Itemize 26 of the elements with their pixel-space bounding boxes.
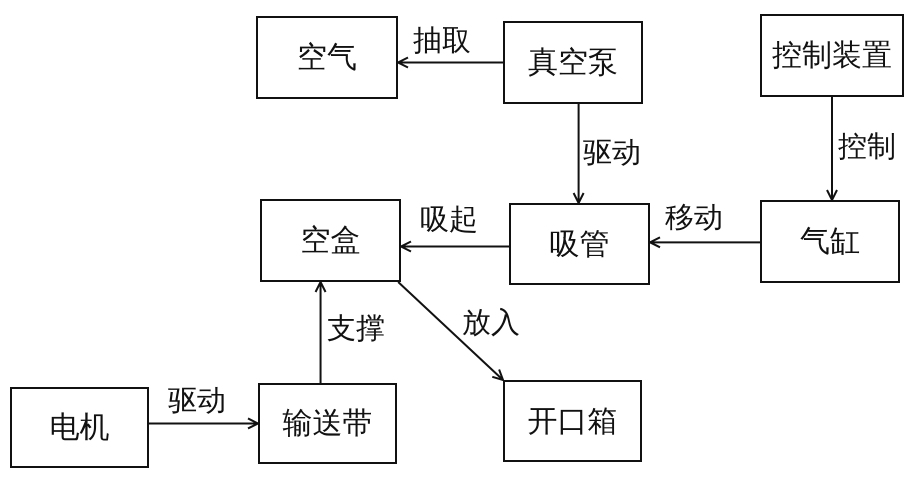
process-box [10, 387, 149, 468]
arrow [400, 240, 509, 252]
box-label: 空盒 [300, 224, 360, 257]
box-label: 输送带 [282, 407, 372, 440]
arrow [314, 281, 327, 383]
arrow [649, 236, 760, 248]
box-label: 控制装置 [772, 39, 892, 72]
process-box [503, 21, 643, 104]
process-box [256, 16, 398, 99]
process-box [260, 199, 401, 282]
process-box [760, 200, 900, 283]
box-label: 气缸 [800, 225, 860, 258]
process-box [760, 14, 904, 97]
arrow [826, 97, 838, 201]
box-label: 真空泵 [528, 46, 618, 79]
process-box [503, 380, 642, 462]
process-box [509, 203, 650, 285]
arrow [572, 104, 585, 204]
arrow [149, 417, 259, 430]
box-label: 电机 [50, 411, 110, 444]
arrow [397, 56, 503, 68]
box-label: 吸管 [550, 228, 610, 260]
process-box [258, 383, 397, 464]
box-label: 空气 [297, 41, 357, 74]
box-label: 开口箱 [528, 404, 618, 438]
arrow [398, 281, 504, 381]
